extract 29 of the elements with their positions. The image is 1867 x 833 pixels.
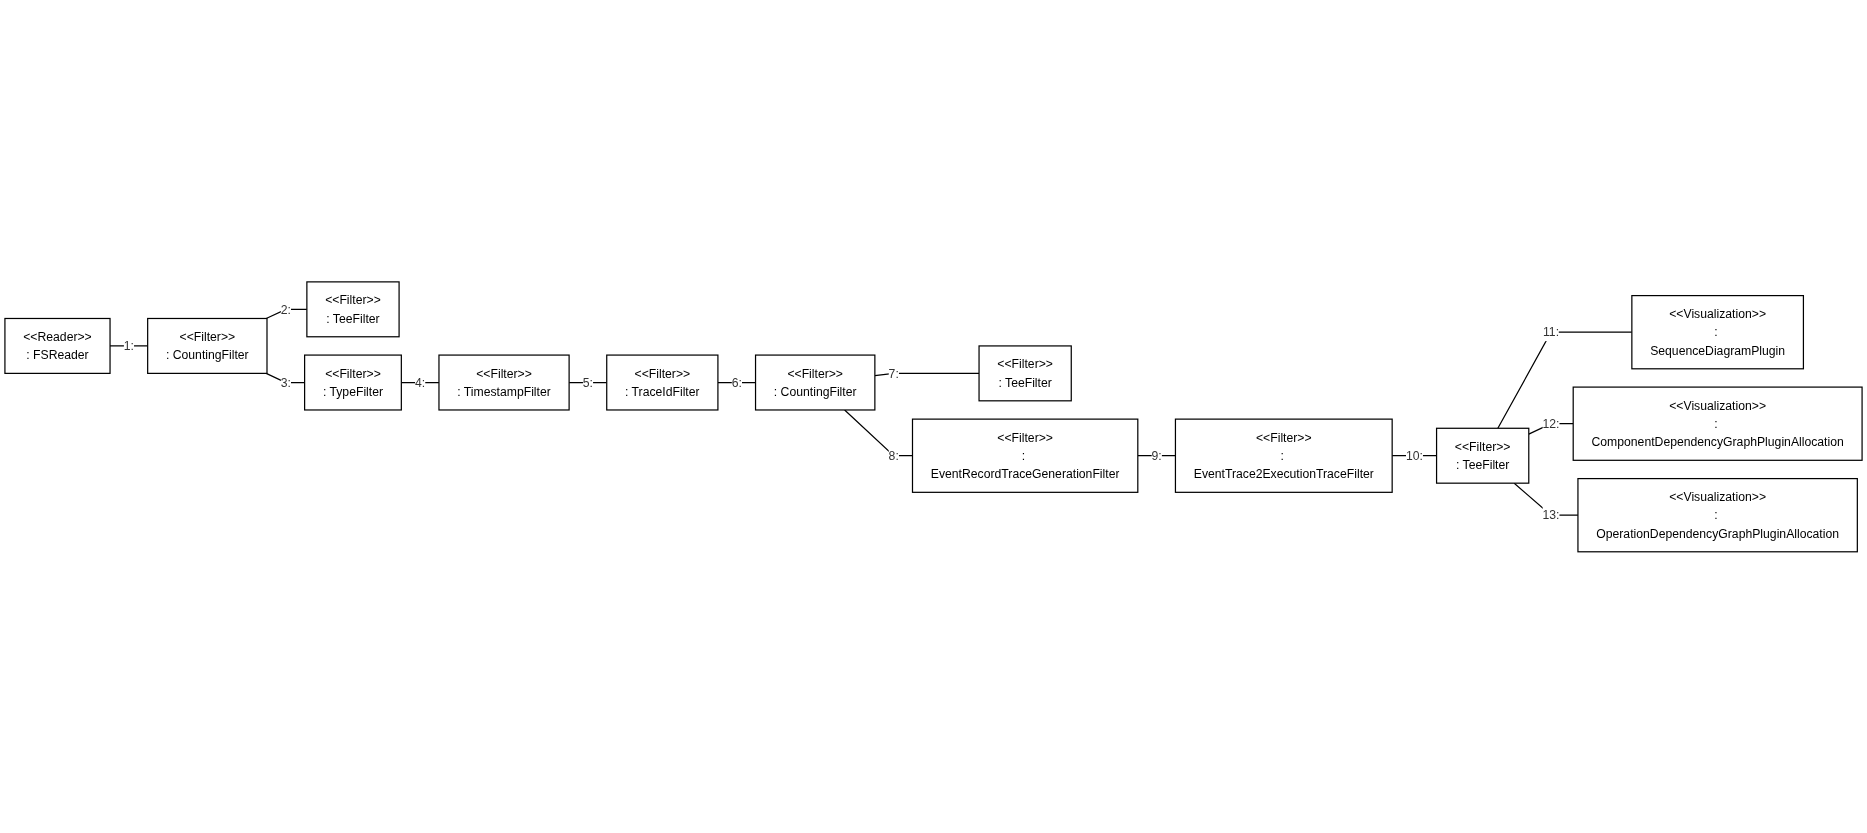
edge-label: 9:	[1151, 448, 1162, 463]
edge-label: 7:	[888, 366, 899, 380]
node-box: <<Filter>> : TeeFilter	[1435, 427, 1530, 484]
edge-label: 11:	[1542, 325, 1560, 339]
edge-label: 2:	[280, 302, 291, 316]
node-box: <<Visualization>> : SequenceDiagramPlugin	[1631, 294, 1804, 370]
edge-label: 13:	[1542, 508, 1560, 522]
node-box: <<Filter>> : EventRecordTraceGenerationFilter	[911, 418, 1139, 493]
node-box: <<Filter>> : EventTrace2ExecutionTraceFilter	[1174, 418, 1393, 493]
connector	[1528, 422, 1574, 435]
edge-label: 8:	[888, 448, 899, 463]
edge-label: 12:	[1542, 416, 1560, 431]
node-box: <<Filter>> : TeeFilter	[306, 280, 400, 338]
node-box: <<Filter>> : CountingFilter	[754, 354, 876, 411]
edge-label: 6:	[731, 375, 742, 389]
node-box: <<Visualization>> : ComponentDependencyGraphPluginAllocation	[1572, 386, 1863, 461]
edge-label: 4:	[415, 375, 426, 389]
node-box: <<Visualization>> : OperationDependencyGraphPluginAllocation	[1577, 477, 1858, 553]
edge-label: 3:	[280, 375, 291, 389]
node-box: <<Reader>> : FSReader	[4, 317, 111, 374]
connector	[874, 372, 980, 376]
node-box: <<Filter>> : TraceIdFilter	[606, 354, 719, 411]
node-box: <<Filter>> : CountingFilter	[147, 317, 268, 374]
node-box: <<Filter>> : TypeFilter	[304, 354, 402, 411]
edge-label: 5:	[582, 375, 594, 389]
edge-label: 10:	[1405, 448, 1423, 463]
node-box: <<Filter>> : TimestampFilter	[438, 354, 570, 411]
node-box: <<Filter>> : TeeFilter	[978, 344, 1072, 402]
edge-label: 1:	[123, 338, 134, 353]
